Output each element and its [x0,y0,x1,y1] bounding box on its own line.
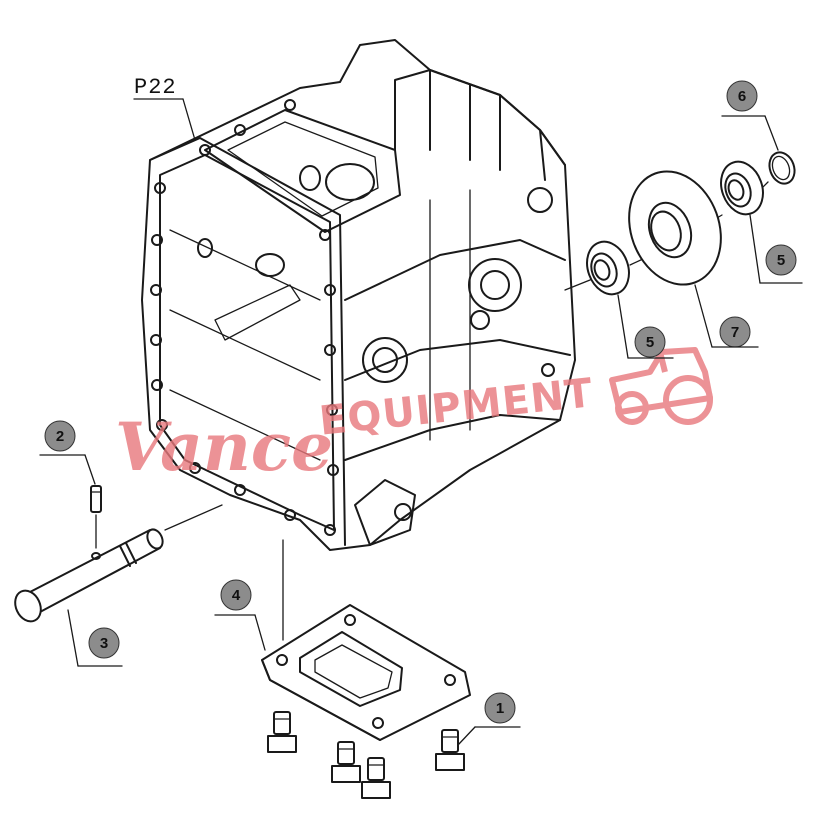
callout-2: 2 [39,420,96,485]
callout-number: 7 [731,324,739,341]
callout-7: 7 [694,284,759,348]
bearing-lower [586,240,630,296]
callout-5-lower: 5 [617,294,674,359]
tractor-logo-icon [609,347,713,425]
callout-3: 3 [67,609,123,667]
transmission-housing [141,39,576,551]
shaft-assembly [14,485,223,623]
callout-number: 3 [100,635,108,652]
callout-5-upper: 5 [749,214,803,284]
oil-seal [628,170,722,286]
callout-6: 6 [721,80,779,151]
callout-number: 6 [738,88,746,105]
watermark-script-text: Vance [115,408,333,486]
bolt [331,741,361,783]
reference-code: P22 [134,75,177,100]
callout-number: 2 [56,428,64,445]
shaft [14,528,164,623]
bolt [435,729,465,771]
bolt [267,711,297,753]
callout-1: 1 [457,692,521,746]
callout-number: 5 [646,334,654,351]
snap-ring [768,151,796,185]
callout-number: 4 [232,587,241,604]
callouts: 1 2 3 4 5 [39,80,803,746]
cover-plate [261,604,471,741]
right-side-parts [564,151,796,296]
bearing-upper [720,160,764,216]
callout-number: 5 [777,252,785,269]
bolt [361,757,391,799]
spring-pin [90,485,102,513]
cover-assembly [261,539,471,799]
reference-label: P22 [133,75,196,141]
callout-number: 1 [496,700,504,717]
callout-4: 4 [214,579,266,651]
